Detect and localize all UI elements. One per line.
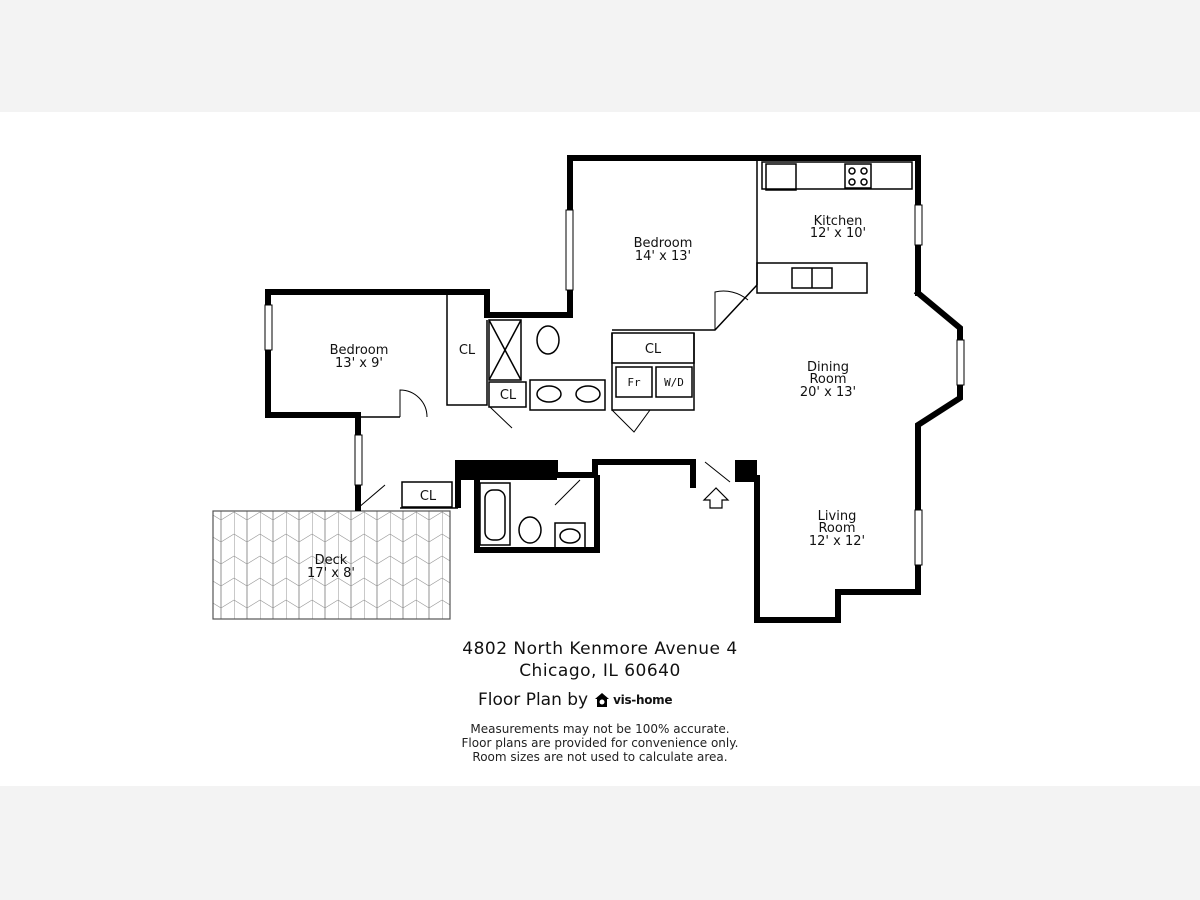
- disclaimer-line-1: Measurements may not be 100% accurate.: [470, 722, 730, 736]
- wall-bedroom2-right: [446, 295, 488, 406]
- fridge-top: [765, 163, 797, 191]
- closet-hall: [401, 481, 453, 508]
- vanity-top: [529, 379, 606, 411]
- window-living: [914, 509, 923, 566]
- label-dining-name-1: Dining: [807, 360, 849, 375]
- window-bay: [956, 339, 965, 386]
- tub: [479, 482, 511, 546]
- label-washer-dryer: W/D: [664, 376, 684, 389]
- window-kitchen: [914, 204, 923, 246]
- closet-bath: [488, 381, 527, 408]
- house-icon: [595, 693, 610, 707]
- deck-area: [212, 510, 451, 620]
- toilet-lower: [518, 516, 542, 544]
- wall-solid-block: [455, 460, 557, 480]
- kitchen-island: [756, 262, 868, 294]
- wall-solid-door: [735, 460, 757, 482]
- brand-name: vis-home: [613, 693, 673, 707]
- entry-arrow-icon: [702, 487, 730, 509]
- floor-plan-page: Bedroom 14' x 13' Bedroom 13' x 9' Kitch…: [0, 112, 1200, 786]
- label-dining-name-2: Room: [809, 372, 846, 387]
- disclaimer-line-2: Floor plans are provided for convenience…: [461, 736, 739, 750]
- label-deck-size: 17' x 8': [307, 566, 355, 581]
- washer-dryer-box: [655, 366, 693, 398]
- fridge-box: [615, 366, 653, 398]
- window-hall: [354, 434, 363, 486]
- door-bath-lower: [554, 479, 581, 506]
- label-closet-laundry: CL: [645, 342, 662, 357]
- door-bedroom-main: [714, 290, 749, 330]
- label-main-bedroom-size: 14' x 13': [635, 249, 691, 264]
- kitchen-counter-top: [761, 161, 913, 190]
- label-dining-size: 20' x 13': [800, 385, 856, 400]
- wall-bay: [754, 288, 963, 623]
- label-second-bedroom-size: 13' x 9': [335, 356, 383, 371]
- label-deck-name: Deck: [315, 553, 348, 568]
- door-bedroom2: [399, 389, 428, 418]
- address-line-2: Chicago, IL 60640: [519, 661, 681, 681]
- label-closet-bedroom2: CL: [459, 343, 476, 358]
- label-kitchen-name: Kitchen: [814, 214, 863, 229]
- door-bath-closet: [489, 406, 513, 429]
- window-bedroom2: [264, 304, 273, 351]
- address-line-1: 4802 North Kenmore Avenue 4: [462, 639, 738, 659]
- label-living-name-1: Living: [818, 509, 857, 524]
- label-closet-hall: CL: [420, 489, 437, 504]
- label-kitchen-size: 12' x 10': [810, 226, 866, 241]
- window-bedroom-left: [565, 209, 574, 291]
- wall-bedroom-angle: [612, 284, 758, 331]
- floor-plan-drawing: Bedroom 14' x 13' Bedroom 13' x 9' Kitch…: [212, 155, 965, 623]
- label-living-size: 12' x 12': [809, 534, 865, 549]
- floor-plan-credit: Floor Plan by vis-home: [478, 690, 673, 710]
- label-fridge: Fr: [627, 376, 641, 389]
- brand-logo: vis-home: [594, 692, 673, 708]
- sink-lower: [554, 522, 586, 549]
- wall-lower-bath: [474, 475, 600, 553]
- shower: [488, 319, 522, 381]
- door-deck: [357, 484, 386, 509]
- toilet-upper: [536, 325, 560, 355]
- label-main-bedroom-name: Bedroom: [634, 236, 693, 251]
- label-living-name-2: Room: [818, 521, 855, 536]
- door-entry: [704, 461, 731, 483]
- label-closet-bath: CL: [500, 388, 517, 403]
- wall-second-bedroom-top: [484, 289, 573, 318]
- disclaimer-line-3: Room sizes are not used to calculate are…: [472, 750, 728, 764]
- stove: [844, 163, 872, 189]
- wall-second-bedroom: [265, 289, 490, 511]
- label-second-bedroom-name: Bedroom: [330, 343, 389, 358]
- door-laundry: [611, 409, 651, 433]
- credit-prefix: Floor Plan by: [478, 690, 589, 710]
